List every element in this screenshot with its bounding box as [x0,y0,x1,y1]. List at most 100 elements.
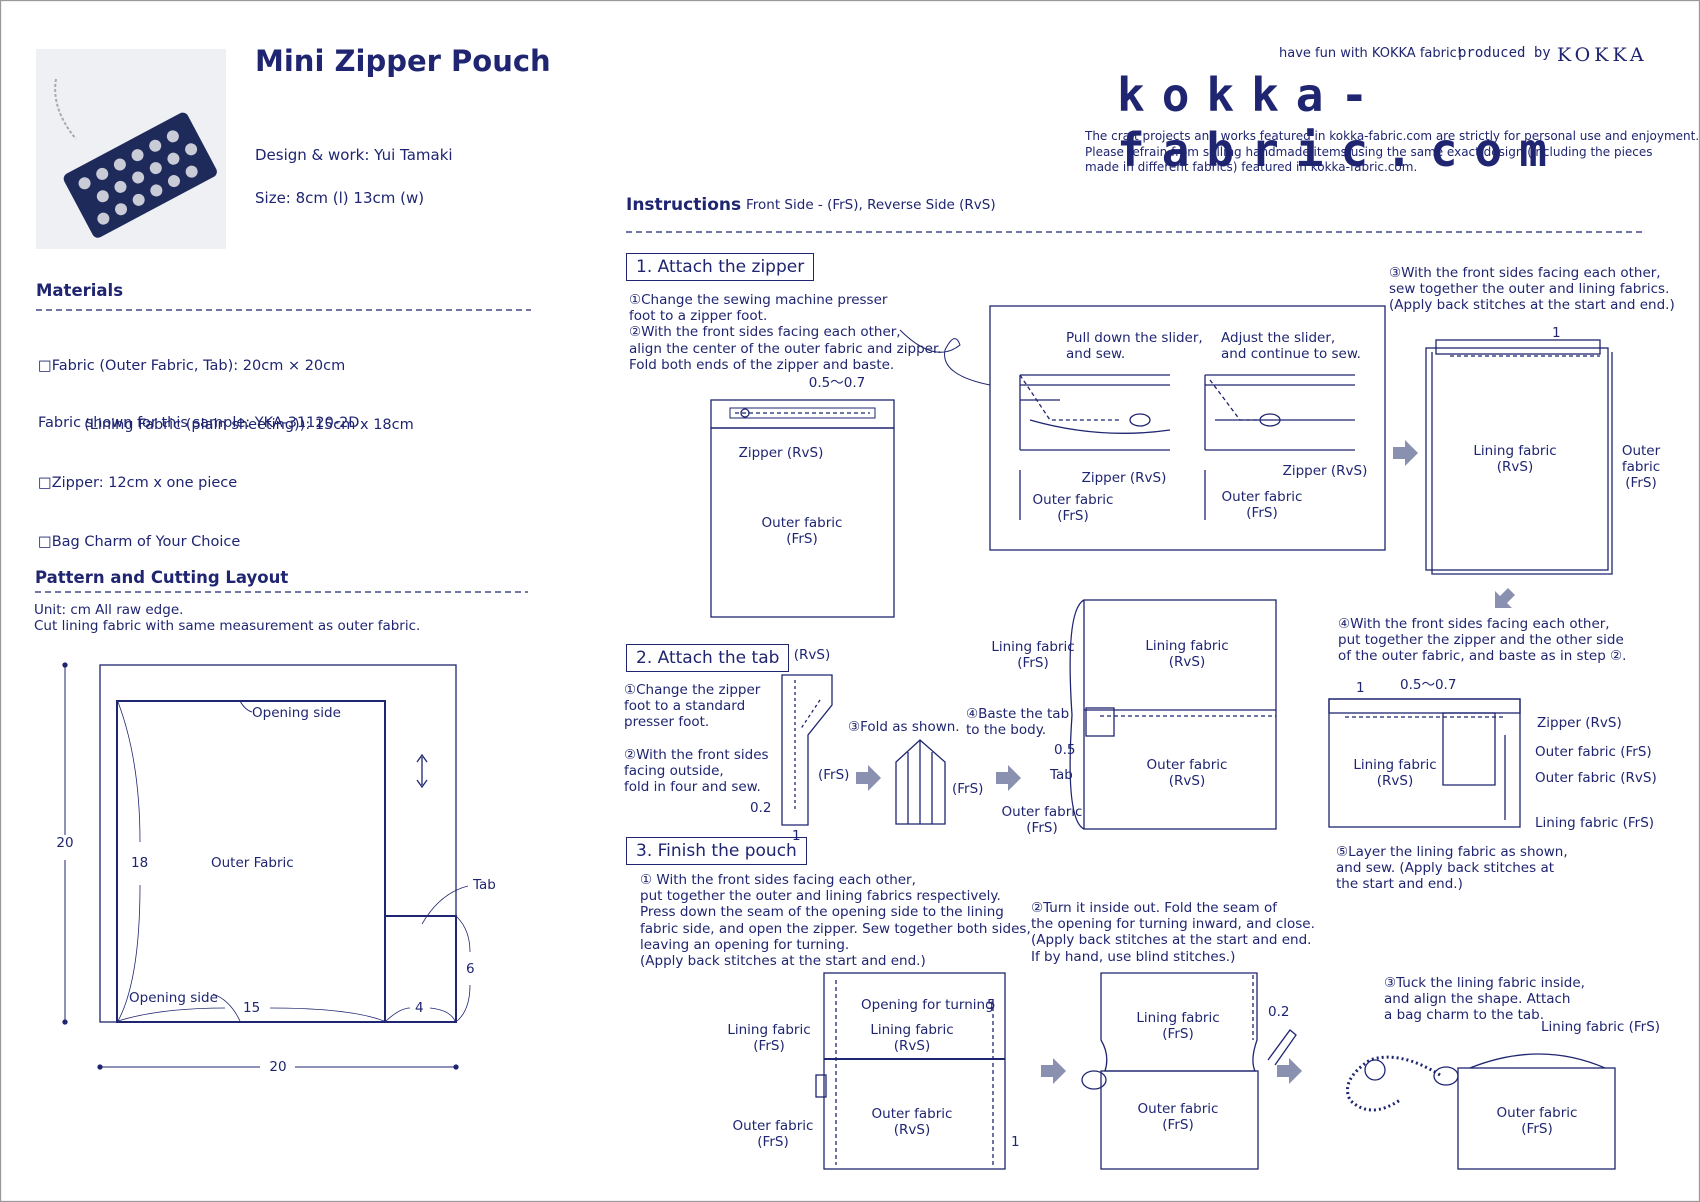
label: Outer fabric (FrS) [1221,489,1303,522]
label: Outer fabric (FrS) [761,515,843,548]
label-tab: Tab [473,877,496,893]
dim-6: 6 [466,961,475,977]
label: 1 [1011,1134,1020,1150]
label: Lining fabric (FrS) [1136,1010,1220,1043]
page-title: Mini Zipper Pouch [255,44,551,78]
step3-text3: ③Tuck the lining fabric inside, and alig… [1384,975,1585,1024]
step1-text: ①Change the sewing machine presser foot … [629,292,942,373]
label: Outer fabric (FrS) [1001,804,1083,837]
label: Outer fabric (RvS) [871,1106,953,1139]
label: 5 [987,997,996,1013]
label: Lining fabric (FrS) [991,639,1075,672]
instructions-heading: Instructions [626,195,742,215]
brand-name: KOKKA [1557,44,1648,66]
step3-text2: ②Turn it inside out. Fold the seam of th… [1031,900,1315,965]
step1-text4: ④With the front sides facing each other,… [1338,616,1627,665]
materials-heading: Materials [36,281,124,300]
label: ④Baste the tab to the body. [966,706,1070,739]
label: Outer fabric (FrS) [1621,443,1661,492]
tagline: have fun with KOKKA fabric! [1279,46,1462,61]
label: 0.2 [1268,1004,1290,1020]
label: Opening for turning [861,997,994,1013]
label: Zipper (RvS) [738,445,824,461]
label: Lining fabric (RvS) [1145,638,1229,671]
dim-width-20: 20 [269,1059,287,1075]
label: (FrS) [818,767,850,783]
label: Outer fabric (FrS) [732,1118,814,1151]
instructions-legend: Front Side - (FrS), Reverse Side (RvS) [746,197,996,213]
step1-diagram [710,305,1613,828]
step2-diagram [781,599,1277,830]
arrow-icons [856,440,1515,1084]
arrow-down-left-icon [1495,588,1515,608]
label: Outer fabric (RvS) [1535,770,1657,786]
label: ③Fold as shown. [848,719,960,735]
arrow-right-icon [856,765,881,791]
step3-title: 3. Finish the pouch [626,837,807,866]
step1-title: 1. Attach the zipper [626,253,815,282]
label: Outer fabric (FrS) [1496,1105,1578,1138]
label: Lining fabric (RvS) [1353,757,1437,790]
label: Lining fabric (FrS) [727,1022,811,1055]
disclaimer: The craft projects and works featured in… [1085,129,1700,174]
label-opening-top: Opening side [252,705,341,721]
label: Lining fabric (FrS) [1535,815,1655,831]
dim-15: 15 [243,1000,261,1016]
grain-arrow-icon [416,753,428,789]
pattern-unit: Unit: cm All raw edge. [34,602,184,618]
label: Outer fabric (FrS) [1535,744,1652,760]
label: Zipper (RvS) [1081,470,1167,486]
materials-list: □Fabric (Outer Fabric, Tab): 20cm × 20cm… [38,318,414,572]
label: Outer fabric (FrS) [1137,1101,1219,1134]
pouch-photo-illustration [54,78,217,238]
step3-diagram [815,972,1616,1170]
label: 0.5 [1054,742,1076,758]
label: (FrS) [952,781,984,797]
dim-18: 18 [131,855,149,871]
arrow-right-icon [996,765,1021,791]
label: Lining fabric (RvS) [870,1022,954,1055]
label: 1 [792,828,801,844]
pattern-heading: Pattern and Cutting Layout [35,568,289,587]
site-logo[interactable]: kokka-fabric.com [1117,68,1564,178]
pattern-note: Cut lining fabric with same measurement … [34,618,421,634]
label: Pull down the slider, and sew. [1066,330,1203,363]
label: 0.2 [750,800,772,816]
step2-text1: ①Change the zipper foot to a standard pr… [624,682,761,731]
label: Outer fabric (RvS) [1146,757,1228,790]
label: Adjust the slider, and continue to sew. [1221,330,1361,363]
designer: Design & work: Yui Tamaki [255,146,453,164]
step2-title: 2. Attach the tab [626,644,790,673]
label: Zipper (RvS) [1537,715,1622,731]
label: 0.5～0.7 [1400,677,1457,693]
arrow-right-icon [1277,1058,1302,1084]
pattern-diagram [62,662,471,1070]
label: Zipper (RvS) [1282,463,1368,479]
sample-fabric: Fabric shown for this sample: YKA-31120-… [38,415,360,431]
arrow-right-icon [1041,1058,1066,1084]
label: 0.5～0.7 [808,375,866,391]
label-opening-bottom: Opening side [129,990,218,1006]
step2-text2: ②With the front sides facing outside, fo… [624,747,769,796]
label: (RvS) [793,647,831,663]
material-item: (Lining Fabric (plain sheeting)): 15cm x… [38,416,414,433]
produced-by: produced by [1458,45,1551,61]
arrow-right-icon [1393,440,1418,466]
label-outer-fabric: Outer Fabric [211,855,294,871]
label: Lining fabric (RvS) [1473,443,1557,476]
material-item: □Fabric (Outer Fabric, Tab): 20cm × 20cm [38,358,346,374]
material-item: □Zipper: 12cm x one piece [38,475,238,491]
step3-text1: ① With the front sides facing each other… [640,872,1031,970]
product-photo [36,49,226,249]
dim-height-20: 20 [56,835,74,852]
label: 1 [1356,680,1365,696]
step1-text5: ⑤Layer the lining fabric as shown, and s… [1336,844,1568,893]
label: Lining fabric (FrS) [1541,1019,1661,1035]
label: Outer fabric (FrS) [1032,492,1114,525]
dim-4: 4 [415,1000,424,1016]
label: Tab [1050,767,1073,783]
label: 1 [1552,325,1561,341]
size: Size: 8cm (l) 13cm (w) [255,189,425,207]
material-item: □Bag Charm of Your Choice [38,533,241,550]
step1-text3: ③With the front sides facing each other,… [1389,265,1675,314]
